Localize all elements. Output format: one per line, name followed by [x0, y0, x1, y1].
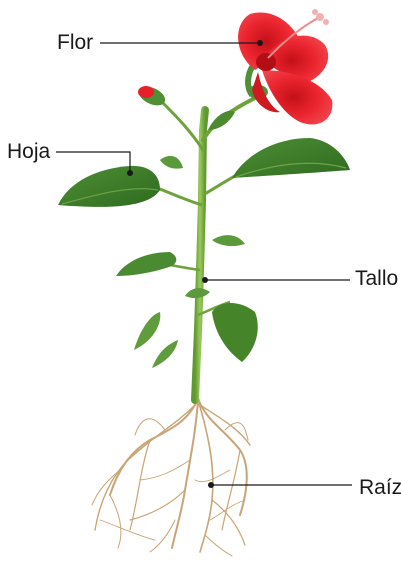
leaf-lower-left [116, 252, 176, 276]
raiz-leader-dot [208, 482, 214, 488]
leaf-small-stem-2 [185, 288, 210, 298]
bud-branch [160, 100, 203, 150]
label-tallo: Tallo [355, 268, 398, 289]
leaf-small-stem [212, 235, 245, 246]
leaf-lower-right [212, 303, 258, 362]
roots [92, 398, 250, 556]
tallo-leader-dot [202, 277, 208, 283]
hoja-leader-dot [127, 170, 133, 176]
leaf-small-mid [160, 156, 183, 169]
main-stem [195, 110, 205, 400]
label-flor: Flor [57, 32, 93, 53]
label-raiz: Raíz [359, 477, 401, 498]
flower-flor [238, 9, 332, 125]
flor-leader-dot [257, 40, 263, 46]
leaf-lower-left-2 [134, 312, 160, 350]
leaf-small-top [208, 111, 235, 130]
label-hoja: Hoja [7, 141, 50, 162]
leaf-lower-left-3 [152, 340, 178, 368]
